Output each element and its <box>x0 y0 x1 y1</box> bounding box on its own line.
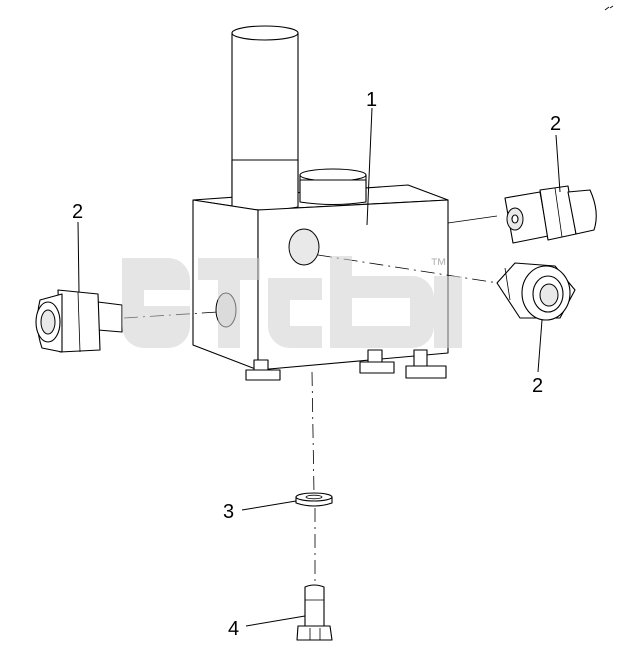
front-port <box>288 228 320 266</box>
leader-2-left <box>77 221 80 293</box>
leader-1 <box>366 107 373 226</box>
cylinder-base <box>231 159 299 211</box>
callout-2-right-top: 2 <box>550 113 561 135</box>
leader-2-right-bottom <box>537 319 543 373</box>
watermark-logo: ™ <box>122 255 462 348</box>
bolt-part <box>296 584 333 641</box>
top-boss-face <box>299 168 367 182</box>
callout-3: 3 <box>223 501 234 523</box>
cylinder-top <box>231 25 299 41</box>
centerline-vertical-upper <box>311 371 315 495</box>
leader-2-right-top <box>555 134 561 193</box>
callout-1: 1 <box>366 89 377 111</box>
centerline-left <box>123 311 219 319</box>
callout-2-left: 2 <box>72 201 83 223</box>
fitting-right-top <box>447 185 597 244</box>
callout-4: 4 <box>228 618 239 640</box>
fitting-left <box>35 289 123 353</box>
callout-2-right-bottom: 2 <box>532 375 543 397</box>
boss-base <box>299 179 367 206</box>
fitting-right-bottom <box>496 262 576 321</box>
leader-4 <box>245 615 306 627</box>
washer-part <box>295 492 333 507</box>
corner-mark <box>604 5 614 11</box>
block-bottom-bolts <box>245 349 447 381</box>
watermark-trademark: ™ <box>430 255 447 274</box>
leader-3 <box>241 500 297 511</box>
